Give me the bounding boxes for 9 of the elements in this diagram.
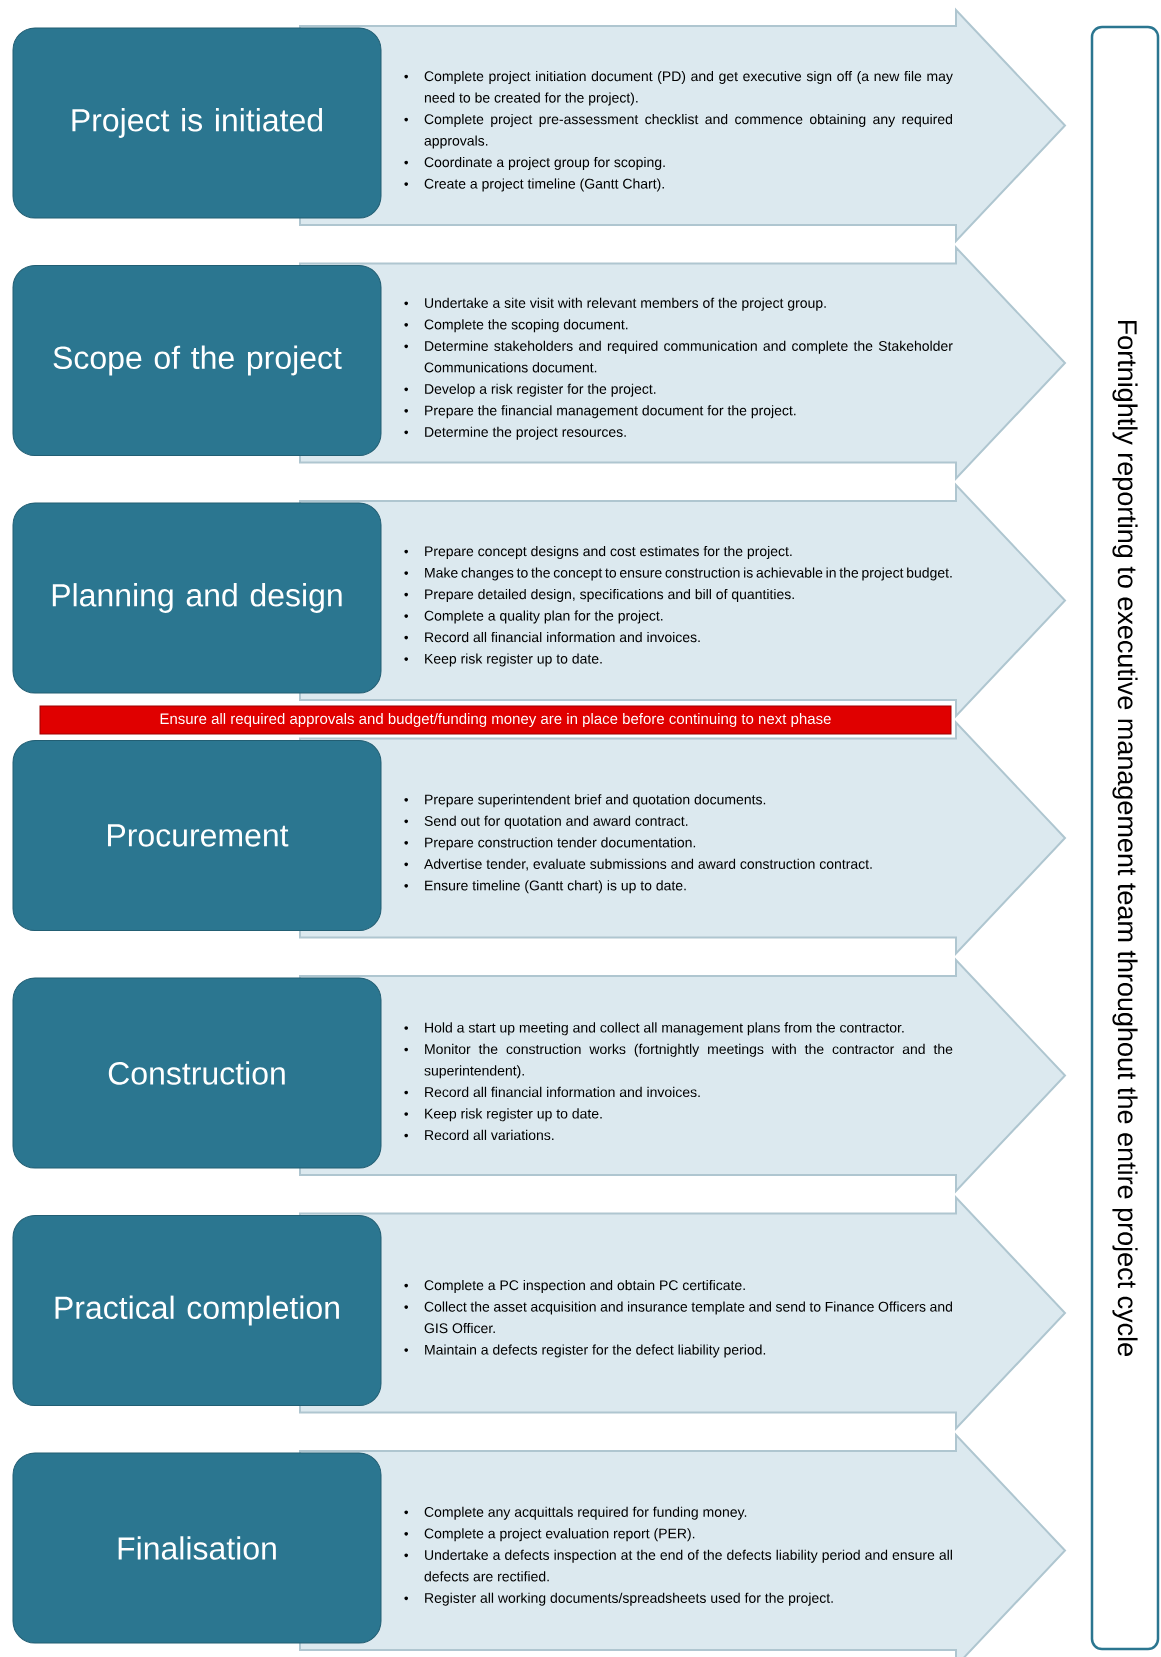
reporting-box: Fortnightly reporting to executive management team throughout the entire project cycle [1090, 25, 1160, 1651]
phase-box: Practical completion [12, 1215, 382, 1406]
phase-box: Finalisation [12, 1452, 382, 1644]
phase-box: Planning and design [12, 502, 382, 694]
phase-box: Project is initiated [12, 27, 382, 219]
phase-box: Procurement [12, 740, 382, 931]
phase-box: Scope of the project [12, 265, 382, 456]
phase-box: Construction [12, 977, 382, 1169]
warning-banner: Ensure all required approvals and budget/funding money are in place before continuing to next phase [39, 705, 952, 735]
